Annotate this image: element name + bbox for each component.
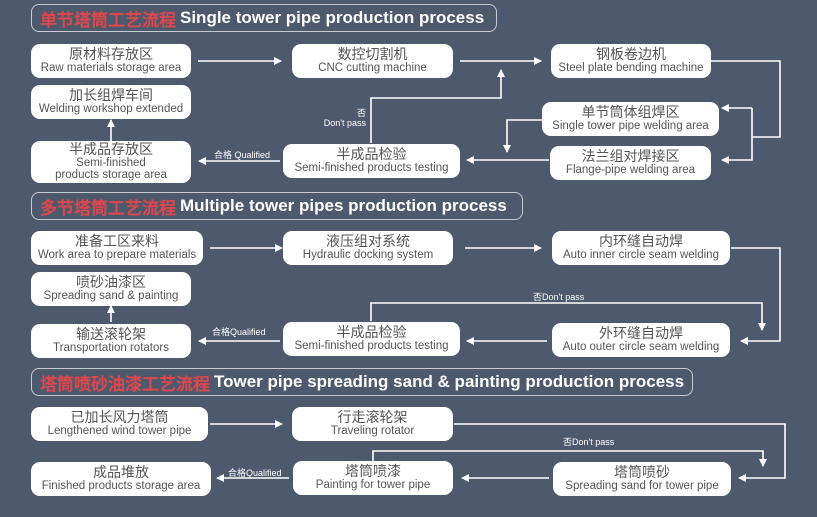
title-cn: 塔筒喷砂油漆工艺流程: [40, 374, 210, 395]
node-cn: 液压组对系统: [326, 233, 410, 250]
node-semi-testing-2: 半成品检验 Semi-finished products testing: [283, 322, 460, 356]
node-cn: 原材料存放区: [69, 46, 153, 63]
label-dont-pass-2: 否Don't pass: [533, 292, 585, 302]
node-semi-storage: 半成品存放区 Semi-finished products storage ar…: [31, 141, 191, 183]
title-en: Multiple tower pipes production process: [180, 196, 507, 215]
node-painting: 塔筒喷漆 Painting for tower pipe: [293, 461, 453, 495]
node-cn: 钢板卷边机: [596, 46, 666, 63]
node-flange-welding: 法兰组对焊接区 Flange-pipe welding area: [550, 146, 711, 180]
node-sanding: 塔筒喷砂 Spreading sand for tower pipe: [553, 462, 731, 496]
title-en: Tower pipe spreading sand & painting pro…: [214, 372, 685, 391]
arrow-traveling-to-sanding: [454, 423, 786, 482]
node-en: Semi-finished products testing: [294, 162, 449, 175]
node-prepare-materials: 准备工区来料 Work area to prepare materials: [31, 231, 203, 265]
node-sand-painting: 喷砂油漆区 Spreading sand & painting: [31, 272, 191, 306]
node-en: Work area to prepare materials: [37, 249, 197, 262]
node-welding-extended: 加长组焊车间 Welding workshop extended: [31, 85, 191, 119]
label-dont-pass-3: 否Don't pass: [563, 437, 615, 447]
node-en: Lengthened wind tower pipe: [47, 425, 192, 438]
node-cn: 已加长风力塔筒: [70, 409, 169, 426]
node-cn: 加长组焊车间: [69, 87, 153, 104]
node-cn: 数控切割机: [337, 46, 408, 63]
arrow-right-to-single: [722, 108, 753, 137]
section-title-single: 单节塔筒工艺流程 Single tower pipe production pr…: [31, 4, 497, 32]
node-finished-storage: 成品堆放 Finished products storage area: [31, 462, 211, 496]
node-cn: 喷砂油漆区: [76, 274, 146, 291]
node-en: Steel plate bending machine: [558, 62, 704, 75]
title-cn: 多节塔筒工艺流程: [40, 198, 176, 219]
node-transport-rotators: 输送滚轮架 Transportation rotators: [31, 324, 191, 358]
section-title-multiple: 多节塔筒工艺流程 Multiple tower pipes production…: [31, 192, 523, 220]
node-en: Spreading sand for tower pipe: [565, 480, 719, 493]
node-semi-testing: 半成品检验 Semi-finished products testing: [283, 144, 460, 178]
node-en: Flange-pipe welding area: [565, 164, 696, 177]
node-en: Auto outer circle seam welding: [562, 341, 720, 354]
node-en-2: products storage area: [55, 169, 167, 182]
node-en: Spreading sand & painting: [43, 290, 179, 303]
label-qualified-3: 合格Qualified: [228, 468, 282, 478]
node-cn: 准备工区来料: [75, 233, 159, 250]
node-cn: 半成品存放区: [69, 141, 153, 158]
section-title-painting: 塔筒喷砂油漆工艺流程 Tower pipe spreading sand & p…: [31, 368, 693, 396]
label-qualified-2: 合格Qualified: [212, 327, 266, 337]
label-qualified: 合格 Qualified: [214, 150, 271, 160]
node-raw-materials: 原材料存放区 Raw materials storage area: [31, 44, 191, 78]
node-en: Painting for tower pipe: [315, 479, 431, 492]
node-en: Transportation rotators: [53, 342, 169, 355]
node-cn: 半成品检验: [336, 324, 407, 341]
node-cn: 半成品检验: [336, 146, 407, 163]
node-single-welding: 单节筒体组焊区 Single tower pipe welding area: [542, 102, 719, 136]
arrow-outer-fail-loop: [370, 302, 766, 331]
title-en: Single tower pipe production process: [180, 8, 485, 27]
node-outer-welding: 外环缝自动焊 Auto outer circle seam welding: [552, 323, 730, 357]
node-cn: 塔筒喷漆: [345, 463, 401, 480]
node-cn: 外环缝自动焊: [599, 325, 683, 342]
arrow-bend-to-right: [711, 60, 781, 138]
arrow-paint-fail-loop: [372, 450, 767, 467]
arrow-test-fail-up: [370, 69, 505, 143]
arrow-inner-to-outer: [731, 247, 781, 345]
node-en: Traveling rotator: [330, 425, 415, 438]
node-en: Finished products storage area: [41, 480, 201, 493]
node-lengthened-pipe: 已加长风力塔筒 Lengthened wind tower pipe: [31, 407, 208, 441]
label-fail-cn: 否: [356, 108, 366, 118]
node-cnc: 数控切割机 CNC cutting machine: [292, 44, 453, 78]
node-traveling-rotator: 行走滚轮架 Traveling rotator: [292, 407, 453, 441]
label-dont-pass: 否 Don't pass: [318, 108, 366, 129]
node-en: Hydraulic docking system: [302, 249, 434, 262]
arrow-right-to-flange: [721, 137, 753, 164]
node-en: Semi-finished: [76, 157, 146, 170]
node-cn: 成品堆放: [93, 464, 149, 481]
arrow-single-to-down: [503, 119, 542, 153]
node-en: Semi-finished products testing: [294, 340, 449, 353]
node-inner-welding: 内环缝自动焊 Auto inner circle seam welding: [552, 231, 730, 265]
node-en: Auto inner circle seam welding: [563, 249, 719, 262]
node-cn: 塔筒喷砂: [614, 464, 670, 481]
node-cn: 行走滚轮架: [337, 409, 408, 426]
node-cn: 内环缝自动焊: [599, 233, 683, 250]
node-cn: 法兰组对焊接区: [581, 148, 680, 165]
node-cn: 输送滚轮架: [76, 326, 146, 343]
node-en: Raw materials storage area: [40, 62, 182, 75]
node-en: Single tower pipe welding area: [552, 120, 709, 133]
title-cn: 单节塔筒工艺流程: [40, 10, 176, 31]
label-fail-en: Don't pass: [323, 118, 366, 129]
node-bending: 钢板卷边机 Steel plate bending machine: [551, 44, 711, 78]
node-cn: 单节筒体组焊区: [581, 104, 680, 121]
node-en: CNC cutting machine: [318, 62, 427, 75]
node-hydraulic-docking: 液压组对系统 Hydraulic docking system: [283, 231, 453, 265]
node-en: Welding workshop extended: [38, 103, 184, 116]
